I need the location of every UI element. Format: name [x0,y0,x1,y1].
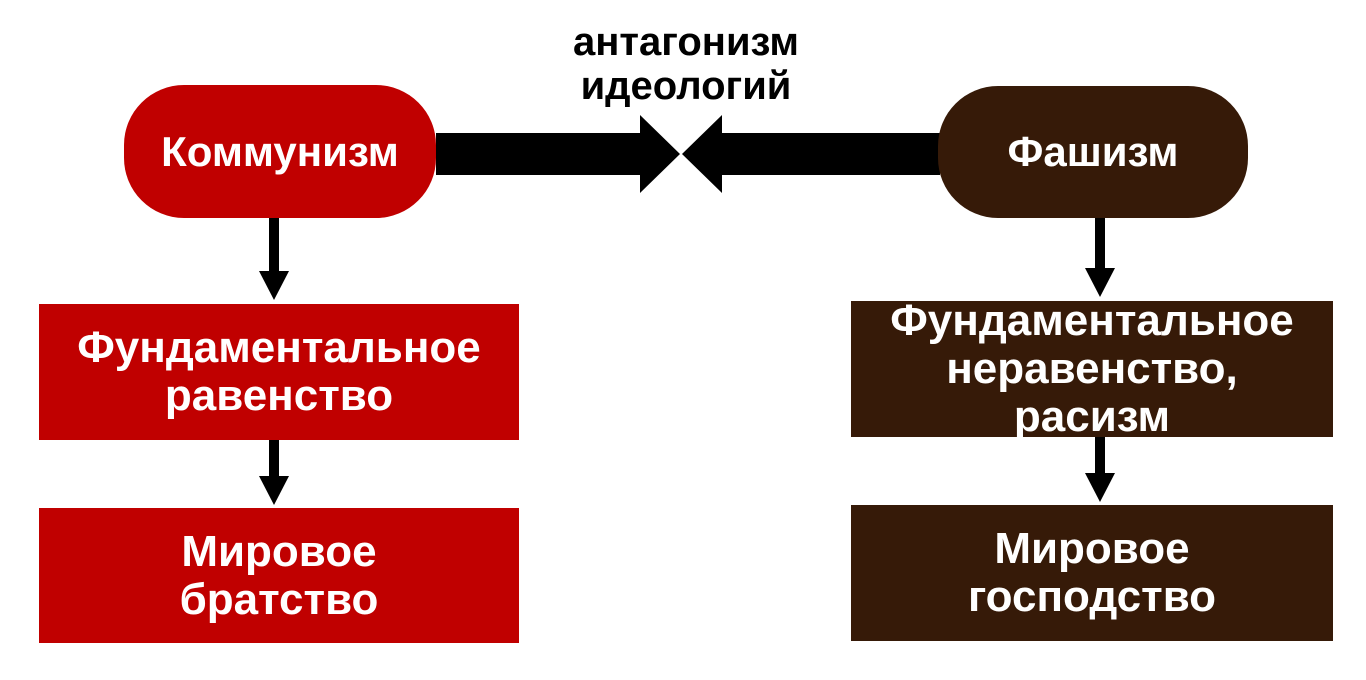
world-brotherhood-node: Мировое братство [39,508,519,643]
arrow-equality-to-brotherhood [259,440,289,505]
fascism-node: Фашизм [938,86,1248,218]
fundamental-inequality-node: Фундаментальное неравенство, расизм [851,297,1333,441]
fundamental-equality-node: Фундаментальное равенство [39,304,519,440]
arrow-fascism-to-inequality [1085,218,1115,297]
communism-node: Коммунизм [124,85,436,218]
antagonism-label: антагонизм идеологий [572,20,800,108]
arrow-communism-to-equality [259,218,289,300]
world-domination-node: Мировое господство [851,505,1333,641]
right-opposing-arrow [682,115,940,193]
arrow-inequality-to-domination [1085,437,1115,502]
left-opposing-arrow [436,115,680,193]
